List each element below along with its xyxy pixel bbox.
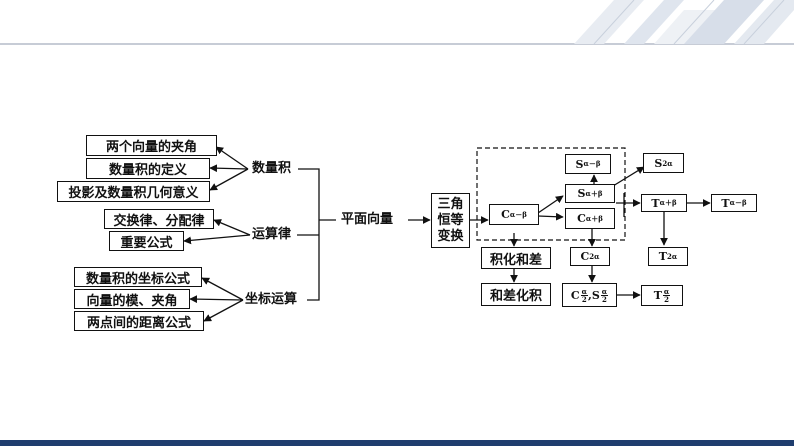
c-2a-main: C [580, 250, 590, 263]
trig-title-line-1: 三角 [437, 196, 464, 212]
box-distance-formula: 两点间的距离公式 [74, 311, 204, 331]
half-c-den: 2 [581, 294, 587, 304]
trig-title-line-2: 恒等 [437, 212, 464, 228]
t-2a-sub: 2α [666, 252, 678, 261]
half-s-main: S [591, 288, 600, 302]
box-vector-angle: 两个向量的夹角 [86, 135, 217, 156]
half-s-num: α [600, 286, 609, 296]
c-plus-sub: α＋β [585, 213, 603, 223]
t-2a-main: T [658, 250, 667, 263]
t-half-den: 2 [664, 295, 670, 304]
box-trig-identity-transform: 三角 恒等 变换 [431, 193, 470, 248]
label-coordinate-operations: 坐标运算 [245, 292, 298, 307]
box-product-to-sum: 积化和差 [481, 247, 551, 269]
box-magnitude-angle: 向量的模、夹角 [74, 289, 190, 309]
header-rule [0, 43, 794, 45]
trig-title-line-3: 变换 [437, 228, 464, 244]
t-minus-sub: α－β [729, 198, 747, 207]
s-plus-sub: α＋β [585, 188, 603, 198]
s-minus-main: S [575, 157, 584, 171]
c-minus-main: C [501, 208, 510, 221]
box-commutative-distributive: 交换律、分配律 [104, 209, 214, 229]
box-sum-to-product: 和差化积 [481, 283, 551, 306]
t-minus-main: T [721, 196, 730, 210]
label-operation-laws: 运算律 [252, 227, 292, 242]
s-2a-sub: 2α [662, 158, 673, 168]
t-half-num: α [662, 287, 671, 296]
c-2a-sub: 2α [589, 252, 600, 261]
half-c-main: C [570, 288, 580, 302]
box-important-formulas: 重要公式 [109, 231, 184, 251]
label-plane-vectors: 平面向量 [341, 212, 394, 227]
box-coordinate-formula: 数量积的坐标公式 [74, 267, 202, 287]
t-plus-sub: α＋β [659, 198, 677, 207]
half-c-num: α [580, 286, 588, 296]
s-minus-sub: α－β [583, 159, 601, 168]
box-projection-geometric-meaning: 投影及数量积几何意义 [57, 181, 210, 202]
label-dot-product: 数量积 [252, 161, 292, 176]
c-minus-sub: α－β [509, 209, 527, 219]
c-plus-main: C [577, 212, 586, 225]
half-sep: , [587, 288, 592, 302]
half-s-den: 2 [602, 294, 607, 304]
dashed-group-frame [476, 147, 626, 241]
footer-bar [0, 440, 794, 446]
header-decoration [574, 0, 794, 44]
s-2a-main: S [654, 156, 663, 170]
box-dot-product-definition: 数量积的定义 [86, 158, 210, 179]
t-plus-main: T [651, 196, 660, 210]
s-plus-main: S [577, 187, 586, 200]
t-half-main: T [653, 289, 662, 302]
